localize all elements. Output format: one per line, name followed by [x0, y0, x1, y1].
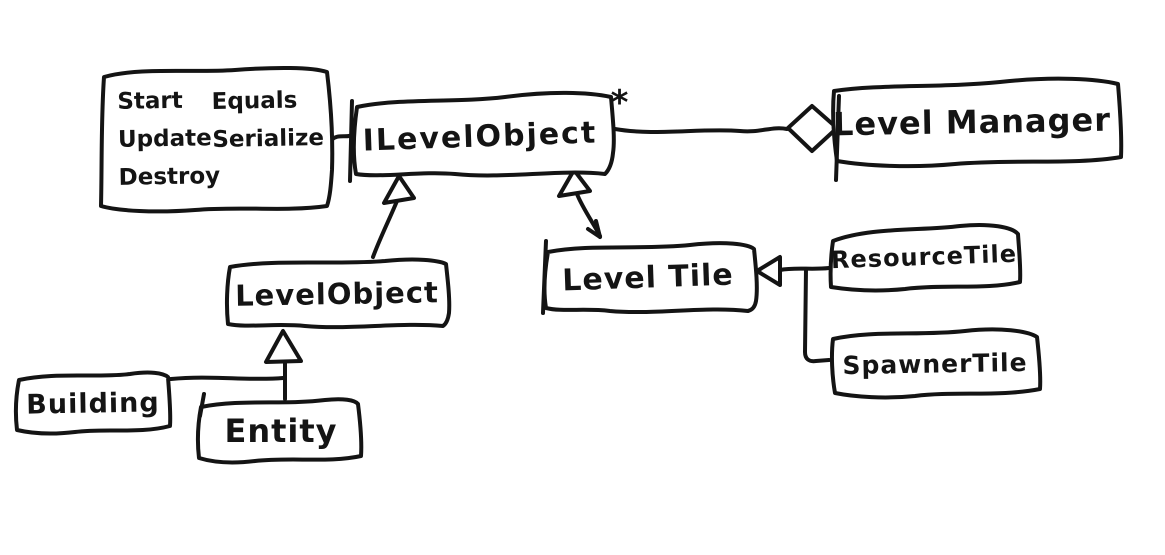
building-connector-line	[169, 375, 285, 381]
node-label-entity: Entity	[224, 412, 338, 450]
entity-box	[195, 397, 364, 465]
multiplicity-star-label: *	[610, 83, 630, 123]
resourcetile-connector-line	[778, 266, 831, 272]
method-label: Serialize	[212, 125, 325, 153]
levelmanager-left-edge-stroke	[834, 94, 841, 182]
inherit-triangle-icon-leveltile	[557, 168, 592, 198]
node-label-levelmanager: Level Manager	[832, 100, 1112, 144]
aggregation-line	[613, 126, 789, 134]
node-label-building: Building	[26, 387, 160, 421]
methods-note-column-1: Start Update Destroy	[117, 81, 220, 197]
inherit-triangle-icon-building-entity	[264, 329, 303, 364]
method-label: Start	[117, 87, 183, 115]
node-label-leveltile: Level Tile	[561, 257, 735, 299]
inherit-line-levelobject	[371, 199, 399, 259]
spawnertile-branch-line	[803, 267, 831, 364]
aggregation-diamond-icon	[786, 104, 839, 153]
resourcetile-box	[828, 223, 1023, 293]
entity-left-edge-stroke	[198, 392, 206, 418]
method-label: Equals	[211, 87, 298, 115]
levelobject-box	[224, 257, 452, 330]
building-box	[13, 370, 173, 436]
inherit-triangle-icon-levelobject	[382, 174, 416, 205]
node-label-levelobject: LevelObject	[234, 275, 440, 313]
leveltile-left-edge-stroke	[541, 239, 548, 315]
arrowhead-icon-leveltile-end	[586, 219, 602, 239]
method-label: Update	[117, 125, 212, 153]
method-label: Destroy	[118, 163, 221, 191]
methods-note-column-2: Equals Serialize	[211, 81, 324, 159]
methods-note-box	[99, 65, 335, 214]
inherit-triangle-icon-tiles	[755, 255, 782, 287]
leveltile-box	[542, 241, 759, 315]
ilevelobject-box	[351, 90, 616, 178]
node-label-spawnertile: SpawnerTile	[842, 347, 1028, 381]
levelmanager-box	[831, 76, 1124, 169]
ilevelobject-left-edge-stroke	[348, 99, 354, 183]
spawnertile-box	[829, 327, 1043, 400]
